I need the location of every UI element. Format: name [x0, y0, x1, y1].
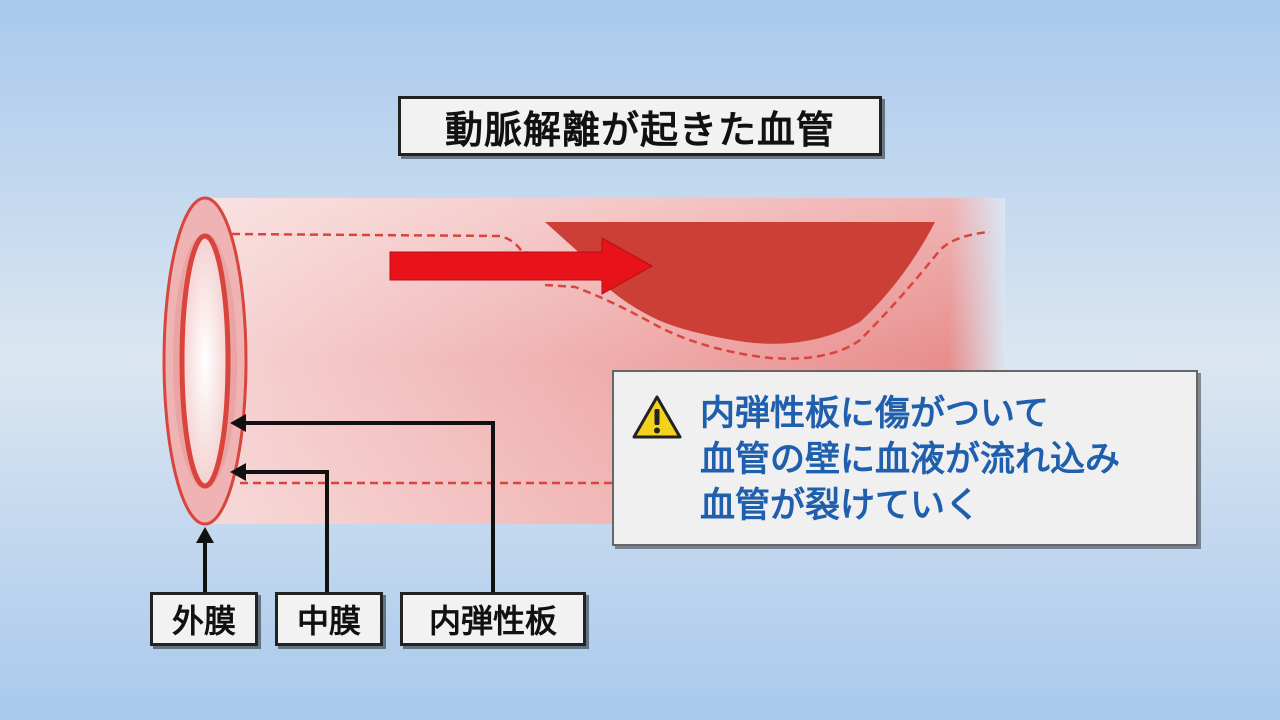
dissection-area: [545, 222, 935, 344]
warning-callout: 内弾性板に傷がついて 血管の壁に血液が流れ込み 血管が裂けていく: [612, 370, 1198, 546]
pointer-middle-head: [230, 463, 246, 481]
label-internal-elastic-lamina: 内弾性板: [400, 592, 586, 646]
pointer-middle: [244, 470, 329, 592]
warning-line: 内弾性板に傷がついて: [700, 394, 1049, 434]
warning-triangle-icon: [632, 395, 682, 439]
diagram-title: 動脈解離が起きた血管: [398, 96, 882, 156]
inner-layer-line-torn: [544, 230, 991, 360]
blood-flow-arrow: [389, 237, 654, 295]
pointer-inner: [244, 421, 495, 592]
warning-line: 血管の壁に血液が流れ込み: [700, 440, 1121, 480]
pointer-inner-head: [230, 414, 246, 432]
pointer-arrows: [196, 414, 495, 592]
label-media: 中膜: [275, 592, 383, 646]
warning-line: 血管が裂けていく: [700, 486, 981, 526]
vessel-inner-ring: [179, 233, 231, 489]
pointer-outer-head: [196, 527, 214, 543]
label-adventitia: 外膜: [150, 592, 258, 646]
